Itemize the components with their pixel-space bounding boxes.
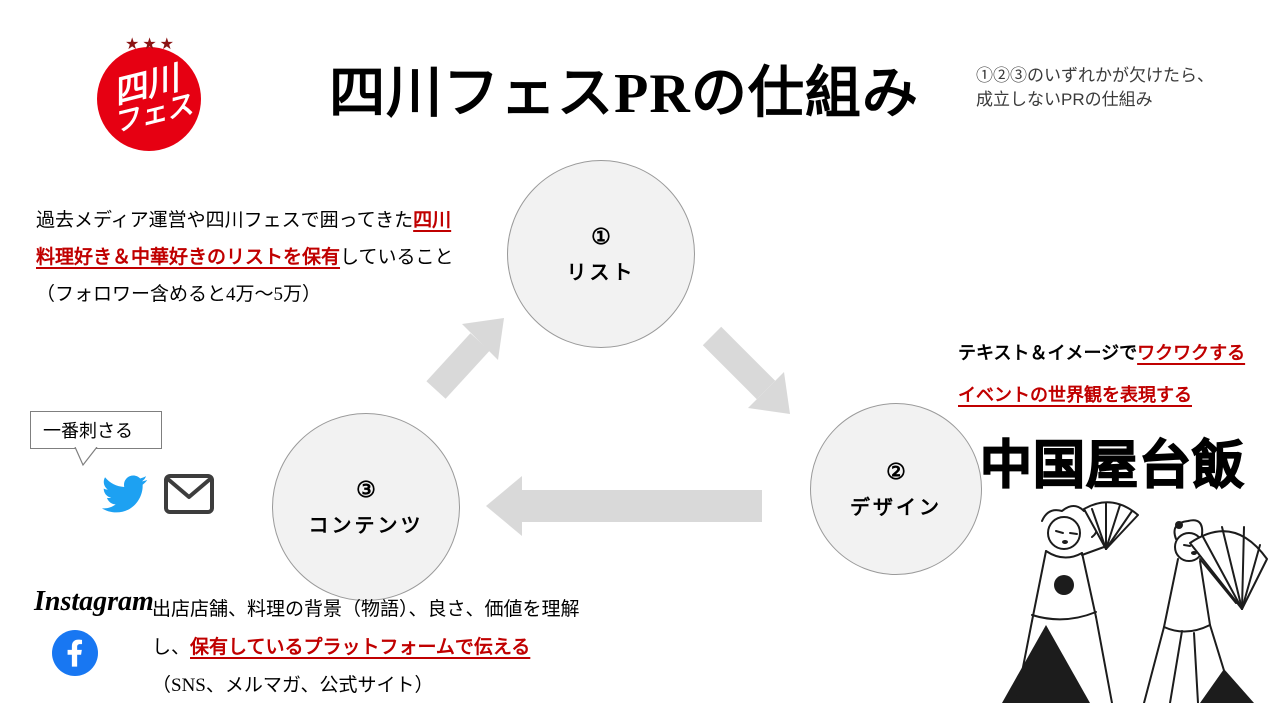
cycle-node-design-number: ② bbox=[886, 458, 906, 484]
callout-label: 一番刺さる bbox=[43, 421, 133, 441]
cycle-node-design-label: デザイン bbox=[850, 496, 942, 519]
list-note-line3: （フォロワー含めると4万～5万） bbox=[36, 284, 322, 305]
list-note-line2-highlight: 料理好き＆中華好きのリストを保有 bbox=[36, 247, 341, 268]
content-note: 出店店舗、料理の背景（物語）、良さ、価値を理解 し、保有しているプラットフォーム… bbox=[152, 591, 682, 705]
page-title: 四川フェスPRの仕組み bbox=[329, 63, 919, 125]
content-note-line2-highlight: 保有しているプラットフォームで伝える bbox=[190, 637, 531, 658]
constraint-note: ①②③のいずれかが欠けたら、 成立しないPRの仕組み bbox=[976, 64, 1214, 112]
constraint-note-line1: ①②③のいずれかが欠けたら、 bbox=[976, 66, 1214, 85]
cycle-node-list-number: ① bbox=[591, 223, 611, 249]
street-food-illustration bbox=[1002, 501, 1268, 704]
logo-stars: ★★★ bbox=[124, 36, 178, 53]
list-note-line2-text: していること bbox=[340, 247, 454, 268]
content-note-line2: し、保有しているプラットフォームで伝える bbox=[152, 629, 682, 667]
cycle-node-list-label: リスト bbox=[566, 261, 636, 284]
twitter-icon bbox=[101, 475, 148, 513]
design-note-line1-highlight: ワクワクする bbox=[1137, 343, 1246, 363]
callout-tail bbox=[74, 447, 98, 467]
logo-circle: 四川 フェス bbox=[97, 47, 201, 151]
design-note-line1-text: テキスト＆イメージで bbox=[958, 343, 1138, 363]
artwork-caption: 中国屋台飯 bbox=[979, 437, 1246, 496]
content-note-line1: 出店店舗、料理の背景（物語）、良さ、価値を理解 bbox=[152, 599, 580, 620]
cycle-node-content-label: コンテンツ bbox=[308, 514, 424, 537]
content-note-line2-text: し、 bbox=[152, 637, 191, 658]
content-note-line3: （SNS、メルマガ、公式サイト） bbox=[152, 675, 434, 696]
list-note: 過去メディア運営や四川フェスで囲ってきた四川 料理好き＆中華好きのリストを保有し… bbox=[36, 202, 482, 313]
arrow-list-to-design bbox=[702, 326, 790, 414]
cycle-node-list: ① リスト bbox=[507, 160, 695, 348]
shisen-fes-logo: ★★★ 四川 フェス bbox=[92, 34, 210, 152]
list-note-line1-text: 過去メディア運営や四川フェスで囲ってきた bbox=[36, 210, 414, 231]
arrow-content-to-list bbox=[426, 318, 504, 399]
instagram-wordmark: Instagram bbox=[34, 586, 154, 617]
design-note-line1: テキスト＆イメージでワクワクする bbox=[958, 332, 1270, 374]
envelope-icon bbox=[164, 474, 214, 514]
cycle-node-design: ② デザイン bbox=[810, 403, 982, 575]
callout-bubble: 一番刺さる bbox=[30, 411, 162, 449]
design-note-line2: イベントの世界観を表現する bbox=[958, 374, 1270, 416]
facebook-icon bbox=[52, 630, 98, 676]
design-note: テキスト＆イメージでワクワクする イベントの世界観を表現する bbox=[958, 332, 1270, 416]
list-note-line1-highlight: 四川 bbox=[413, 210, 452, 231]
arrow-design-to-content bbox=[486, 476, 762, 536]
cycle-node-content-number: ③ bbox=[356, 476, 376, 502]
list-note-line2: 料理好き＆中華好きのリストを保有していること bbox=[36, 239, 482, 276]
design-note-line2-highlight: イベントの世界観を表現する bbox=[958, 385, 1192, 405]
list-note-line1: 過去メディア運営や四川フェスで囲ってきた四川 bbox=[36, 202, 482, 239]
cycle-node-content: ③ コンテンツ bbox=[272, 413, 460, 601]
street-food-artwork: 中国屋台飯 bbox=[979, 437, 1276, 704]
constraint-note-line2: 成立しないPRの仕組み bbox=[976, 90, 1153, 109]
